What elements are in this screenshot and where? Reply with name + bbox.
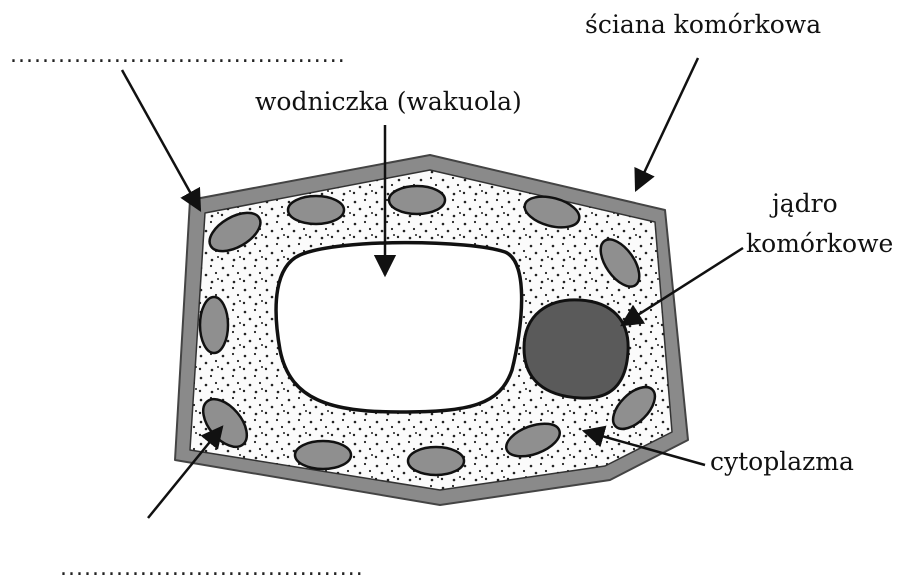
chloroplast — [295, 441, 351, 469]
nucleus-label-line1: jądro — [769, 189, 838, 218]
chloroplast — [200, 297, 228, 353]
chloroplast — [389, 186, 445, 214]
blank-label-top: ........................................… — [10, 43, 346, 68]
chloroplast — [288, 196, 344, 224]
chloroplast — [408, 447, 464, 475]
cell-wall-arrow — [636, 58, 698, 190]
cell-wall-label: ściana komórkowa — [585, 10, 821, 39]
nucleus-label-line2: komórkowe — [746, 229, 893, 258]
vacuole — [276, 243, 522, 412]
cytoplasm-label: cytoplazma — [710, 447, 854, 476]
nucleus — [524, 300, 628, 398]
blank-label-bottom: ...................................... — [60, 556, 364, 577]
cell-membrane-arrow — [122, 70, 200, 210]
vacuole-label: wodniczka (wakuola) — [255, 87, 522, 116]
